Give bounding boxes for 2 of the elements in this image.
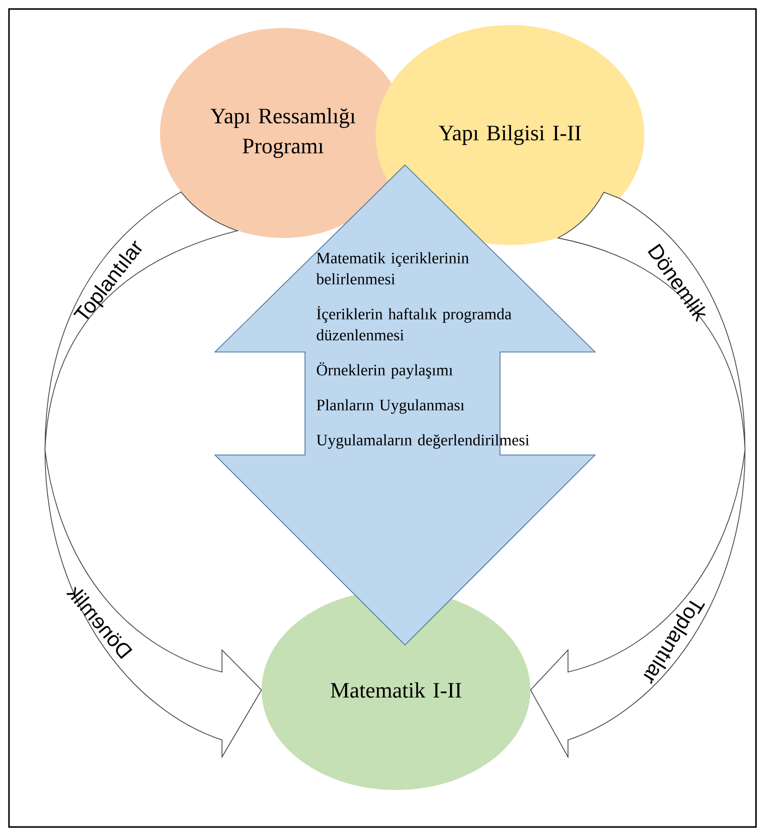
curved-arrow [530, 192, 746, 758]
curved-arrow [44, 192, 262, 758]
